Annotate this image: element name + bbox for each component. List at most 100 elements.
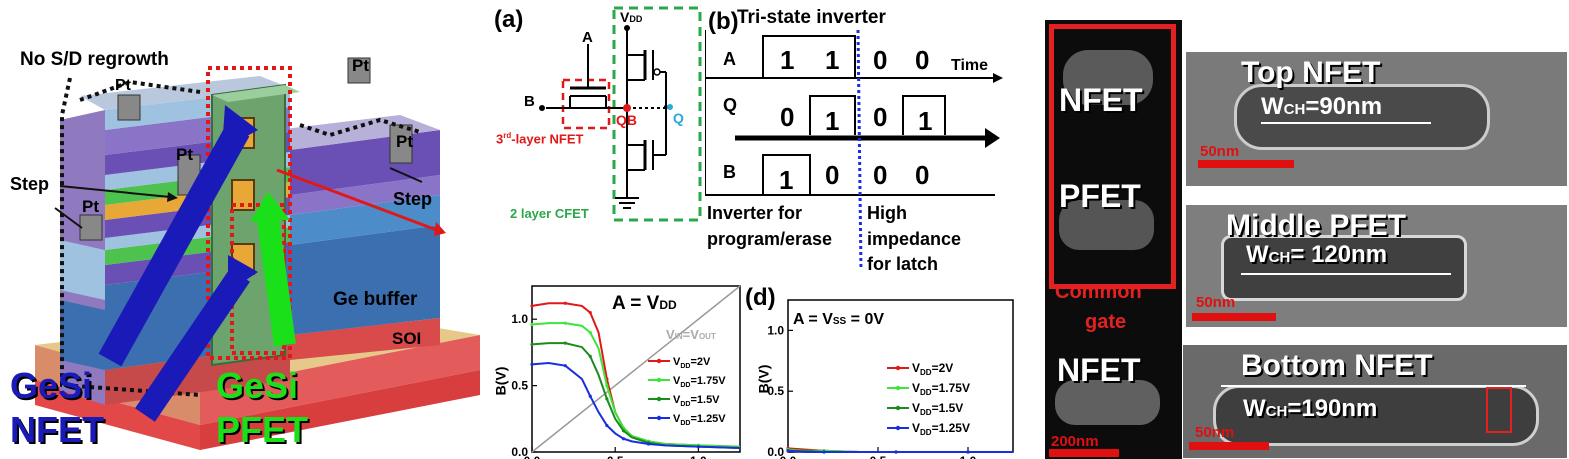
middle-pfet-scalebar [1192,313,1276,321]
x-tick-label: 0.0 [524,454,541,459]
row-label-a: A [723,49,736,69]
substrate-front-right [200,335,480,425]
gesi-pfet-label-line2: PFET [216,409,309,450]
y-tick-label: 1.0 [767,323,784,337]
series-point-2 [621,429,626,433]
series-line-3 [531,362,741,450]
top-nfet-width: WCH=90nm [1261,93,1383,120]
circuit-schematic [539,6,702,222]
series-point-3 [696,445,700,449]
series-point-3 [646,442,651,446]
panel-a-label: (a) [494,6,524,33]
x-tick-label: 0.5 [870,454,887,459]
tem-nfet-top-image [1063,50,1153,105]
cfet-label: 2 layer CFET [510,206,589,221]
a-value-2: 1 [825,45,840,75]
high-impedance-line1: High [867,203,907,223]
legend-marker-0 [656,358,662,364]
chart-d: 0.00.51.00.00.51.0VDD=2VVDD=1.75VVDD=1.5… [745,278,1030,459]
gesi-nfet-label-line1: GeSi [10,365,93,406]
legend-marker-1 [656,377,662,383]
bottom-nfet-highlight-box [1486,387,1512,433]
bottom-nfet-title: Bottom NFET [1241,349,1433,382]
no-sd-regrowth-label: No S/D regrowth [20,49,169,70]
series-point-2 [530,342,534,347]
top-nfet-width-arrow [1261,122,1431,124]
chart-c-plot: 0.00.51.00.00.51.0VDD=2VVDD=1.75VVDD=1.5… [511,285,741,459]
top-nfet-scale-label: 50nm [1200,143,1240,160]
a-value-4: 0 [915,45,930,75]
inverter-note-line2: program/erase [707,229,833,249]
pt-label-1: Pt [115,77,131,94]
series-line-1 [531,322,741,448]
input-a-label: A [582,29,593,46]
legend-label-1: VDD=1.75V [912,381,970,397]
panel-d-label: (d) [745,284,776,311]
scale-200nm-label: 200nm [1051,433,1099,450]
series-point-1 [563,321,567,325]
y-tick-label: 0.5 [767,384,784,398]
tem-nfet-bottom-label: NFET [1057,352,1141,388]
common-gate-frame [1049,24,1176,289]
ge-buffer-label: Ge buffer [333,289,418,310]
tem-pfet-label: PFET [1059,178,1141,214]
legend-label-1: VDD=1.75V [673,375,726,389]
series-point-1 [605,384,609,388]
scalebar-200nm [1049,449,1119,457]
series-point-3 [530,362,534,366]
input-b-label: B [524,93,535,110]
series-point-3 [605,423,609,428]
middle-pfet-width-arrow [1241,273,1451,275]
panel-b-label: (b) [708,8,739,35]
chart-c-ylabel: B(V) [492,366,509,396]
series-point-1 [530,322,534,327]
tri-state-title: Tri-state inverter [737,7,886,28]
q-value-4: 1 [918,106,933,136]
legend-marker-0 [895,365,901,371]
series-line-3 [787,449,1013,453]
bottom-nfet-width: WCH=190nm [1243,395,1378,422]
device-3d-illustration: No S/D regrowth Pt Pt Pt Pt Pt Step Step… [0,0,490,459]
legend-marker-3 [656,415,662,421]
series-point-3 [894,450,898,454]
legend-label-3: VDD=1.25V [673,413,726,427]
gesi-pfet-label-line1: GeSi [216,365,299,406]
vdd-label: VDD [620,9,643,25]
series-point-2 [605,397,609,401]
x-tick-label: 0.0 [780,454,797,459]
legend-label-0: VDD=2V [912,361,953,377]
chart-c-title: A = VDD [612,293,677,314]
tem-pfet-image [1059,200,1154,250]
step-label-left: Step [10,174,50,194]
legend-marker-1 [895,385,901,391]
b-value-2: 0 [825,160,840,190]
common-gate-label-line2: gate [1085,311,1127,333]
series-point-3 [822,450,826,454]
tem-nfet-top-label: NFET [1059,82,1143,118]
legend-marker-2 [895,405,901,411]
high-impedance-line3: for latch [867,254,939,274]
tem-middle-pfet-panel: Middle PFET WCH= 120nm 50nm [1186,205,1567,327]
legend-label-3: VDD=1.25V [912,421,970,437]
chart-c-diag-label: VIN=VOUT [666,327,716,342]
chart-d-plot: 0.00.51.00.00.51.0VDD=2VVDD=1.75VVDD=1.5… [767,299,1014,459]
series-point-3 [563,364,567,368]
y-tick-label: 1.0 [511,312,528,326]
legend-label-2: VDD=1.5V [912,401,963,417]
q-value-1: 0 [780,102,795,132]
high-impedance-line2: impedance [867,229,962,249]
top-nfet-scalebar [1198,160,1294,168]
chart-d-ylabel: B(V) [755,364,772,394]
gesi-nfet-label-line2: NFET [10,409,104,450]
legend-label-2: VDD=1.5V [673,394,720,408]
tem-top-nfet-panel: Top NFET WCH=90nm 50nm [1186,52,1567,186]
a-value-1: 1 [780,45,795,75]
channel-outline [1234,84,1490,150]
b-value-1: 1 [779,165,794,195]
row-label-q: Q [723,95,738,115]
a-value-3: 0 [873,45,888,75]
series-point-2 [588,354,592,358]
diagonal-reference-line [531,285,741,453]
device-3d-drawing [35,57,480,450]
x-tick-label: 1.0 [690,454,707,459]
